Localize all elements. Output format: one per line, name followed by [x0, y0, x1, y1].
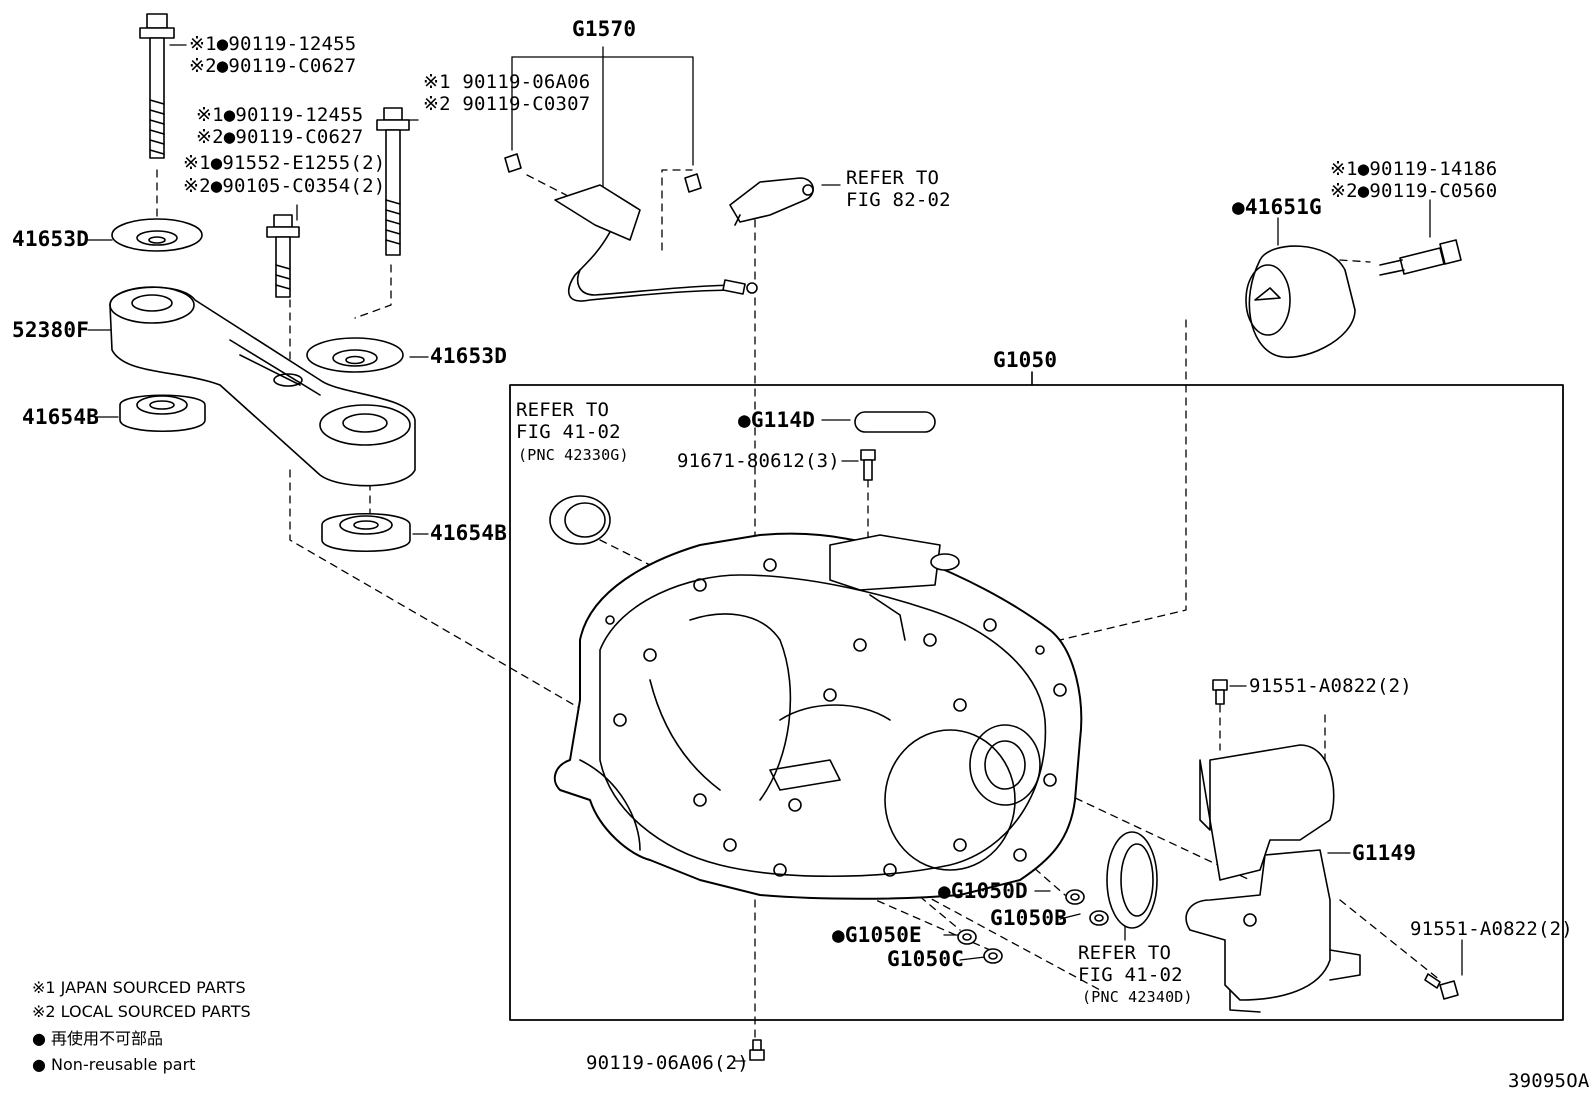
legend-japan: ※1 JAPAN SOURCED PARTS	[32, 978, 246, 997]
label-g1149: G1149	[1352, 841, 1417, 865]
label-bolt-a1: ※1●90119-12455	[189, 33, 357, 55]
ring-g1050d	[1065, 889, 1085, 905]
ring-g1050c	[983, 948, 1003, 964]
label-bolt-91551-bottom: 91551-A0822(2)	[1410, 918, 1573, 940]
legend-nonreuse-jp: ● 再使用不可部品	[32, 1029, 164, 1048]
bolt-41651g	[1379, 239, 1462, 276]
torque-rod-52380f	[109, 286, 416, 487]
bolt-left-long	[139, 13, 175, 159]
label-bolt-c2: ※2●90105-C0354(2)	[183, 175, 386, 197]
bracket-82-02	[729, 177, 814, 226]
legend-local: ※2 LOCAL SOURCED PARTS	[32, 1002, 251, 1021]
label-41653d-right: 41653D	[430, 344, 508, 368]
label-refer-41a: REFER TO	[516, 399, 610, 421]
label-bolt-e1: ※1●90119-14186	[1330, 158, 1498, 180]
label-41654b-left: 41654B	[22, 405, 100, 429]
label-bolt-b1: ※1●90119-12455	[196, 104, 364, 126]
label-g1050d: ●G1050D	[938, 879, 1028, 903]
oil-seal-42340d	[1106, 831, 1158, 929]
bolt-91551-bottom	[1424, 973, 1459, 1000]
plug-g114d	[854, 411, 936, 433]
bolt-91671	[860, 449, 876, 481]
mount-41651g	[1245, 245, 1356, 358]
diagram-id: 39095OA	[1508, 1070, 1590, 1092]
label-refer-82-fig: FIG 82-02	[846, 189, 951, 211]
label-bolt-b2: ※2●90119-C0627	[196, 126, 364, 148]
label-refer-41b-pnc: (PNC 42340D)	[1082, 988, 1193, 1006]
ring-g1050b	[1089, 910, 1109, 926]
label-bolt-a2: ※2●90119-C0627	[189, 55, 357, 77]
label-bolt-d2: ※2 90119-C0307	[423, 93, 591, 115]
bolt-middle-long	[376, 107, 410, 256]
label-g114d: ●G114D	[738, 408, 816, 432]
label-g1050c: G1050C	[887, 947, 965, 971]
label-41651g: ●41651G	[1232, 195, 1322, 219]
label-bolt-d1: ※1 90119-06A06	[423, 71, 591, 93]
legend-nonreuse-en: ● Non-reusable part	[32, 1055, 196, 1074]
label-g1050e: ●G1050E	[832, 923, 922, 947]
label-bolt-bottom: 90119-06A06(2)	[586, 1052, 749, 1074]
label-refer-41a-pnc: (PNC 42330G)	[518, 446, 629, 464]
ring-g1050e	[957, 929, 977, 945]
label-g1050b: G1050B	[990, 906, 1068, 930]
label-bolt-91671: 91671-80612(3)	[677, 450, 840, 472]
ground-strap-g1570	[504, 153, 758, 302]
label-g1050: G1050	[993, 348, 1058, 372]
label-41654b-right: 41654B	[430, 521, 508, 545]
label-refer-41a-fig: FIG 41-02	[516, 421, 621, 443]
bushing-41654b-right	[321, 513, 411, 552]
bolt-short	[266, 214, 300, 298]
label-refer-41b-fig: FIG 41-02	[1078, 964, 1183, 986]
label-refer-41b: REFER TO	[1078, 942, 1172, 964]
oil-seal-42330g	[549, 495, 611, 545]
label-bolt-91551-top: 91551-A0822(2)	[1249, 675, 1412, 697]
washer-41653d-right	[306, 337, 404, 373]
transaxle-case-g1050	[553, 532, 1083, 900]
washer-41653d-left	[111, 218, 203, 252]
bushing-41654b-left	[119, 394, 206, 432]
label-bolt-c1: ※1●91552-E1255(2)	[183, 152, 386, 174]
g1050-group-box	[509, 384, 1564, 1021]
label-refer-82: REFER TO	[846, 167, 940, 189]
bolt-91551-top	[1212, 679, 1228, 705]
bolt-90119-06a06-bottom	[749, 1039, 765, 1061]
label-bolt-e2: ※2●90119-C0560	[1330, 180, 1498, 202]
bracket-g1149	[1185, 744, 1361, 1013]
label-52380f: 52380F	[12, 318, 90, 342]
label-g1570: G1570	[572, 17, 637, 41]
label-41653d-left: 41653D	[12, 227, 90, 251]
